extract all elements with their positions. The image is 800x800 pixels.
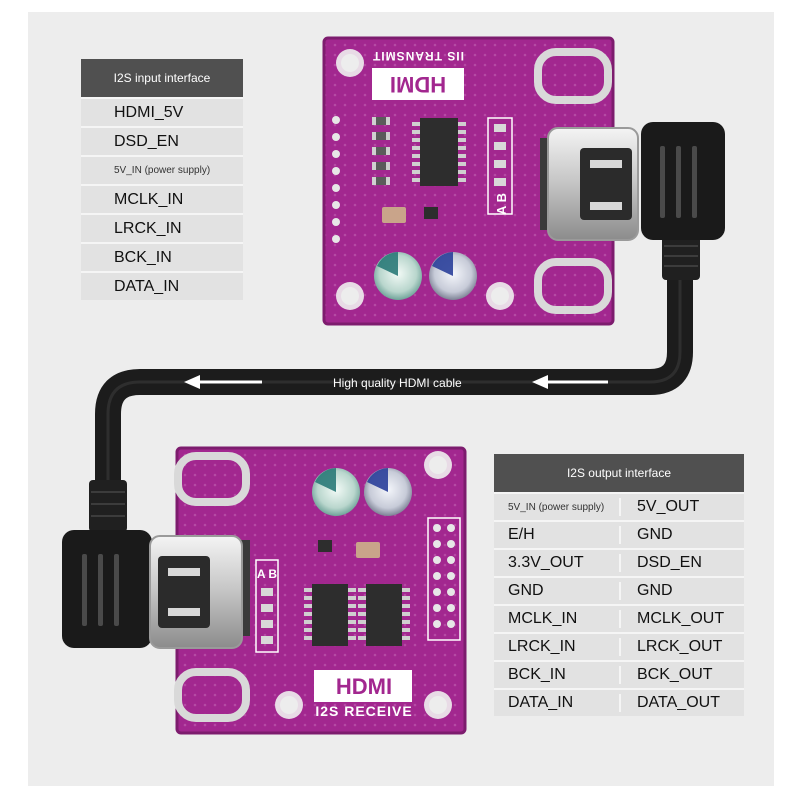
svg-text:IIS TRANSMIT: IIS TRANSMIT xyxy=(372,49,464,63)
svg-text:A B: A B xyxy=(494,193,509,215)
input-pin-label: DSD_EN xyxy=(114,132,179,150)
svg-text:A B: A B xyxy=(257,567,278,581)
output-pin-left: BCK_IN xyxy=(508,666,566,683)
transmit-board: HDMI IIS TRANSMIT xyxy=(322,36,639,326)
input-pin-label: DATA_IN xyxy=(114,277,180,295)
input-interface-title: I2S input interface xyxy=(81,59,243,97)
output-pin-left: LRCK_IN xyxy=(508,638,576,655)
cable-label: High quality HDMI cable xyxy=(333,376,462,390)
receive-board: A B HDMI I2S RECEIVE xyxy=(149,446,467,735)
input-pin-label: BCK_IN xyxy=(114,248,172,266)
output-pin-right: 5V_OUT xyxy=(619,498,744,516)
input-pin-label: LRCK_IN xyxy=(114,219,182,237)
output-interface-table: I2S output interface 5V_IN (power supply… xyxy=(494,454,744,716)
hdmi-cable xyxy=(62,122,725,648)
input-pin-label: 5V_IN (power supply) xyxy=(114,165,211,176)
output-pin-left: 3.3V_OUT xyxy=(508,554,584,571)
output-pin-left: GND xyxy=(508,582,544,599)
arrow-left-icon xyxy=(184,375,262,389)
svg-text:HDMI: HDMI xyxy=(390,72,446,97)
svg-text:HDMI: HDMI xyxy=(336,674,392,699)
input-pin-label: MCLK_IN xyxy=(114,190,184,208)
input-interface-table: I2S input interface HDMI_5V DSD_EN 5V_IN… xyxy=(81,59,243,300)
arrow-left-icon xyxy=(532,375,608,389)
output-pin-right: DSD_EN xyxy=(619,554,744,572)
input-pin-label: HDMI_5V xyxy=(114,103,184,121)
output-pin-right: BCK_OUT xyxy=(619,666,744,684)
svg-text:I2S RECEIVE: I2S RECEIVE xyxy=(315,703,412,719)
output-pin-left: 5V_IN (power supply) xyxy=(508,501,605,513)
output-pin-left: E/H xyxy=(508,526,535,543)
cable-boot-top xyxy=(641,122,725,280)
output-pin-right: LRCK_OUT xyxy=(619,638,744,656)
output-pin-right: MCLK_OUT xyxy=(619,610,744,628)
output-pin-right: GND xyxy=(619,582,744,600)
output-pin-left: MCLK_IN xyxy=(508,610,578,627)
cable-boot-bottom xyxy=(62,480,152,648)
output-pin-left: DATA_IN xyxy=(508,694,574,711)
output-pin-right: DATA_OUT xyxy=(619,694,744,712)
output-pin-right: GND xyxy=(619,526,744,544)
output-interface-title: I2S output interface xyxy=(494,454,744,492)
